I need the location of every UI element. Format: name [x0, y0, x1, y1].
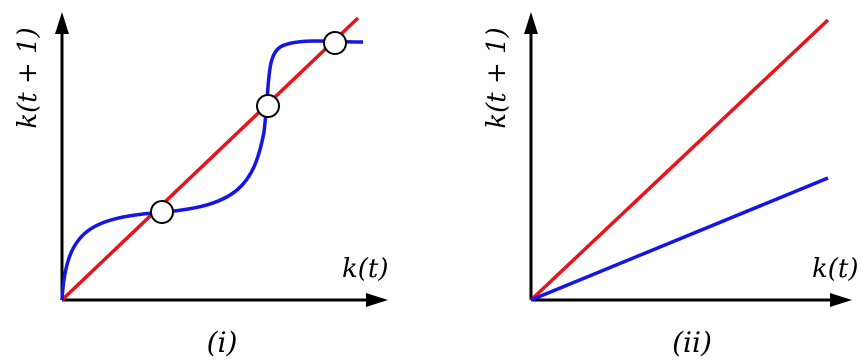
- panel-i-x-axis-label: k(t): [342, 254, 389, 284]
- panel-i-fixed-point-middle: [256, 94, 280, 118]
- panel-i-caption: (i): [207, 326, 238, 359]
- panel-i-diagonal-line: [60, 16, 360, 302]
- panel-i-fixed-point-low: [150, 200, 174, 224]
- panel-i-x-axis-arrow: [366, 293, 388, 307]
- panel-ii-y-axis-arrow: [524, 12, 538, 34]
- panel-i-map-curve: [60, 39, 364, 301]
- panel-ii-caption: (ii): [672, 326, 712, 359]
- panel-i-fixed-point-high: [323, 31, 347, 55]
- panel-i-y-axis-label: k(t + 1): [13, 27, 43, 128]
- panel-i: k(t) k(t + 1) (i): [13, 12, 389, 359]
- panel-ii-y-axis-label: k(t + 1): [482, 27, 512, 128]
- panel-ii-map-line: [530, 176, 829, 302]
- panel-ii-x-axis-label: k(t): [812, 254, 859, 284]
- panel-ii-diagonal-line: [529, 18, 830, 302]
- panel-i-y-axis-arrow: [55, 12, 69, 34]
- panel-ii: k(t) k(t + 1) (ii): [482, 12, 859, 359]
- panel-ii-x-axis-arrow: [830, 293, 852, 307]
